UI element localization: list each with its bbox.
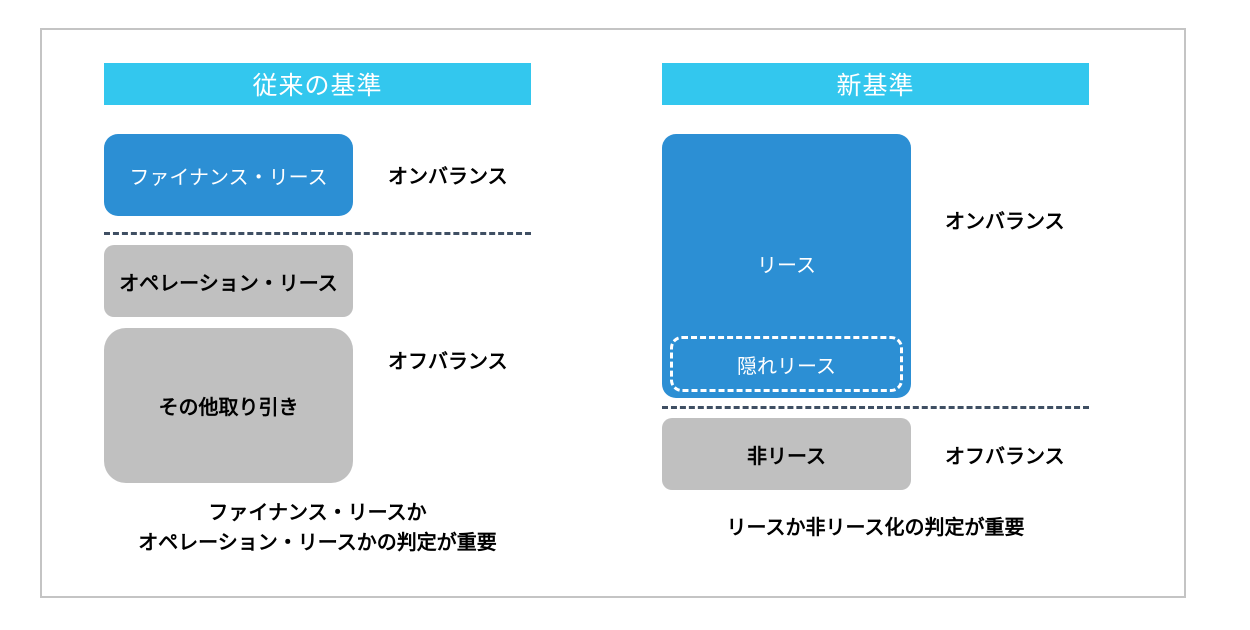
right-off-balance-label: オフバランス [945,444,1065,468]
left-divider [104,232,531,235]
other-transactions-box: その他取り引き [104,328,353,483]
hidden-lease-box: 隠れリース [670,336,903,392]
left-caption: ファイナンス・リースか オペレーション・リースかの判定が重要 [104,497,531,557]
left-header: 従来の基準 [104,63,531,105]
right-on-balance-label: オンバランス [945,209,1065,233]
left-caption-line1: ファイナンス・リースか [208,500,427,524]
finance-lease-box: ファイナンス・リース [104,134,353,216]
right-divider [662,406,1089,409]
operating-lease-box: オペレーション・リース [104,245,353,317]
lease-box: リース 隠れリース [662,134,911,398]
right-header: 新基準 [662,63,1089,105]
left-on-balance-label: オンバランス [388,164,508,188]
non-lease-box: 非リース [662,418,911,490]
diagram-frame [40,28,1186,598]
left-off-balance-label: オフバランス [388,349,508,373]
right-caption: リースか非リース化の判定が重要 [726,515,1025,539]
lease-label: リース [757,253,816,277]
left-caption-line2: オペレーション・リースかの判定が重要 [138,530,497,554]
